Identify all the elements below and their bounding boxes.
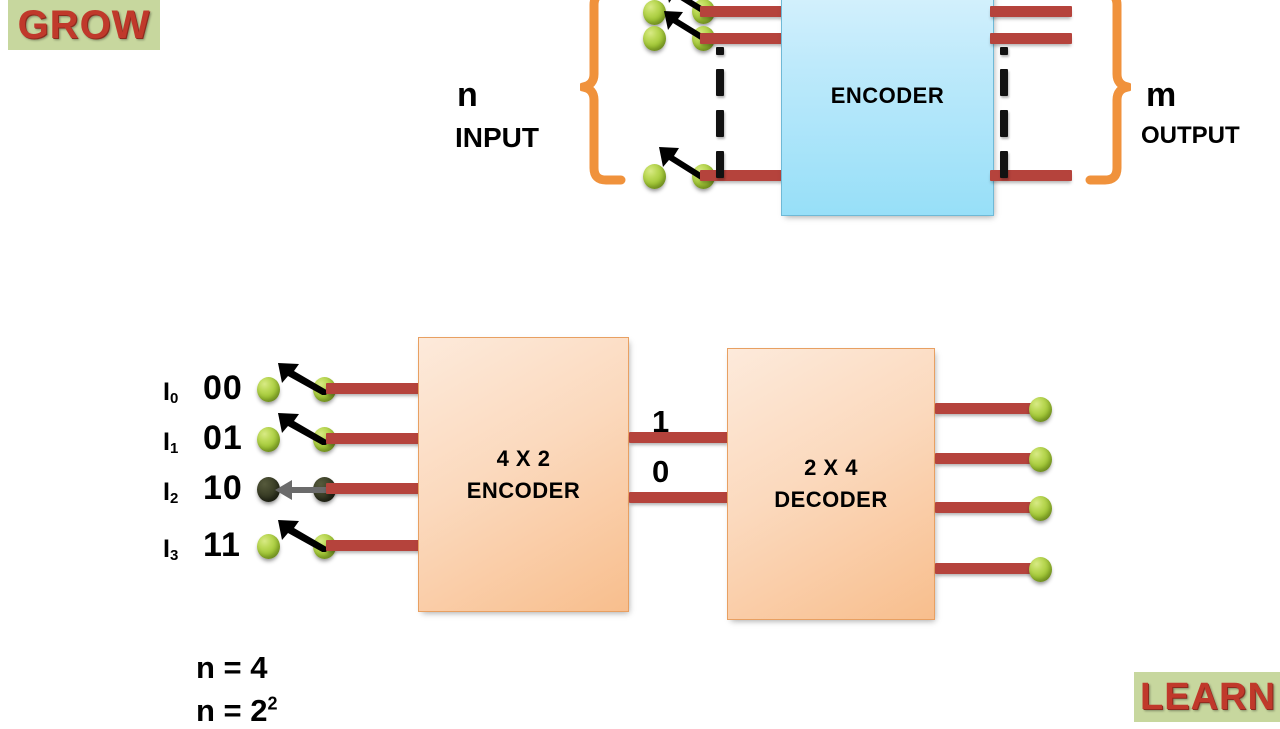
input-wire-0 <box>326 383 431 394</box>
input-arrow-3 <box>278 520 330 552</box>
output-wire-1 <box>935 453 1040 464</box>
output-wire-2 <box>935 502 1040 513</box>
input-arrow-2 <box>275 480 326 500</box>
input-wire-1 <box>326 433 431 444</box>
top-encoder-block: ENCODER <box>781 0 994 216</box>
output-dot-0 <box>1029 397 1052 422</box>
input-wire-3 <box>326 540 431 551</box>
top-input-dot-left-1 <box>643 0 666 25</box>
top-output-wire-3 <box>990 170 1072 181</box>
top-input-wire-2 <box>700 33 790 44</box>
output-brace-icon <box>1085 0 1131 185</box>
input-dot-left-0 <box>257 377 280 402</box>
equation-n-equals-2-squared-base: n = 2 <box>196 693 268 728</box>
input-dot-left-3 <box>257 534 280 559</box>
encoder-block: 4 X 2 ENCODER <box>418 337 629 612</box>
input-label-0: I0 <box>163 378 178 407</box>
top-input-wire-1 <box>700 6 790 17</box>
input-label-3: I3 <box>163 535 178 564</box>
bus-wire-1 <box>629 432 729 443</box>
input-dot-left-1 <box>257 427 280 452</box>
input-label-2: I2 <box>163 478 178 507</box>
decoder-block-size: 2 X 4 <box>804 455 858 481</box>
output-dot-1 <box>1029 447 1052 472</box>
input-label-3-name: I <box>163 535 170 563</box>
input-label-3-index: 3 <box>169 547 179 564</box>
top-output-wire-2 <box>990 33 1072 44</box>
top-output-ellipsis-icon <box>1000 47 1008 178</box>
equation-n-equals-2-squared-exponent: 2 <box>267 693 278 714</box>
learn-watermark: LEARN <box>1134 672 1280 722</box>
bus-wire-0 <box>629 492 729 503</box>
top-input-arrow-3 <box>659 147 709 181</box>
encoder-block-size: 4 X 2 <box>496 445 551 471</box>
top-input-word-label: INPUT <box>455 122 539 153</box>
input-label-2-index: 2 <box>169 490 179 507</box>
equation-n-equals-4: n = 4 <box>196 650 268 685</box>
output-wire-0 <box>935 403 1040 414</box>
input-bits-0: 00 <box>203 369 243 407</box>
input-arrow-1 <box>278 413 330 445</box>
top-input-dot-left-2 <box>643 26 666 51</box>
output-dot-3 <box>1029 557 1052 582</box>
input-arrow-0 <box>278 363 330 395</box>
top-input-ellipsis-icon <box>716 47 724 178</box>
input-label-1-index: 1 <box>169 440 179 457</box>
bottom-encoder-decoder-diagram: I0 00 I1 01 I2 10 I3 <box>0 330 1280 650</box>
input-label-0-name: I <box>163 378 170 406</box>
top-input-wire-3 <box>700 170 790 181</box>
equation-n-equals-2-squared: n = 22 <box>196 693 278 729</box>
input-label-1-name: I <box>163 428 170 456</box>
bus-label-0: 0 <box>652 454 670 489</box>
decoder-block: 2 X 4 DECODER <box>727 348 935 620</box>
input-bits-1: 01 <box>203 419 243 457</box>
top-output-wire-1 <box>990 6 1072 17</box>
encoder-block-title: ENCODER <box>466 477 581 503</box>
decoder-block-title: DECODER <box>774 487 888 512</box>
input-bits-2: 10 <box>203 469 243 507</box>
input-label-2-name: I <box>163 478 170 506</box>
top-encoder-diagram: n INPUT <box>0 0 1280 240</box>
grow-watermark: GROW <box>8 0 160 50</box>
output-dot-2 <box>1029 496 1052 521</box>
bus-label-1: 1 <box>652 404 670 439</box>
input-label-0-index: 0 <box>169 390 179 407</box>
top-output-symbol-label: m <box>1146 76 1177 114</box>
input-bits-3: 11 <box>203 526 241 564</box>
top-encoder-block-title: ENCODER <box>830 83 945 109</box>
output-wire-3 <box>935 563 1040 574</box>
input-brace-icon <box>580 0 626 185</box>
input-wire-2 <box>326 483 431 494</box>
top-output-word-label: OUTPUT <box>1141 122 1240 149</box>
input-label-1: I1 <box>163 428 178 457</box>
top-input-dot-left-3 <box>643 164 666 189</box>
input-dot-left-2 <box>257 477 280 502</box>
top-input-symbol-label: n <box>457 76 478 114</box>
